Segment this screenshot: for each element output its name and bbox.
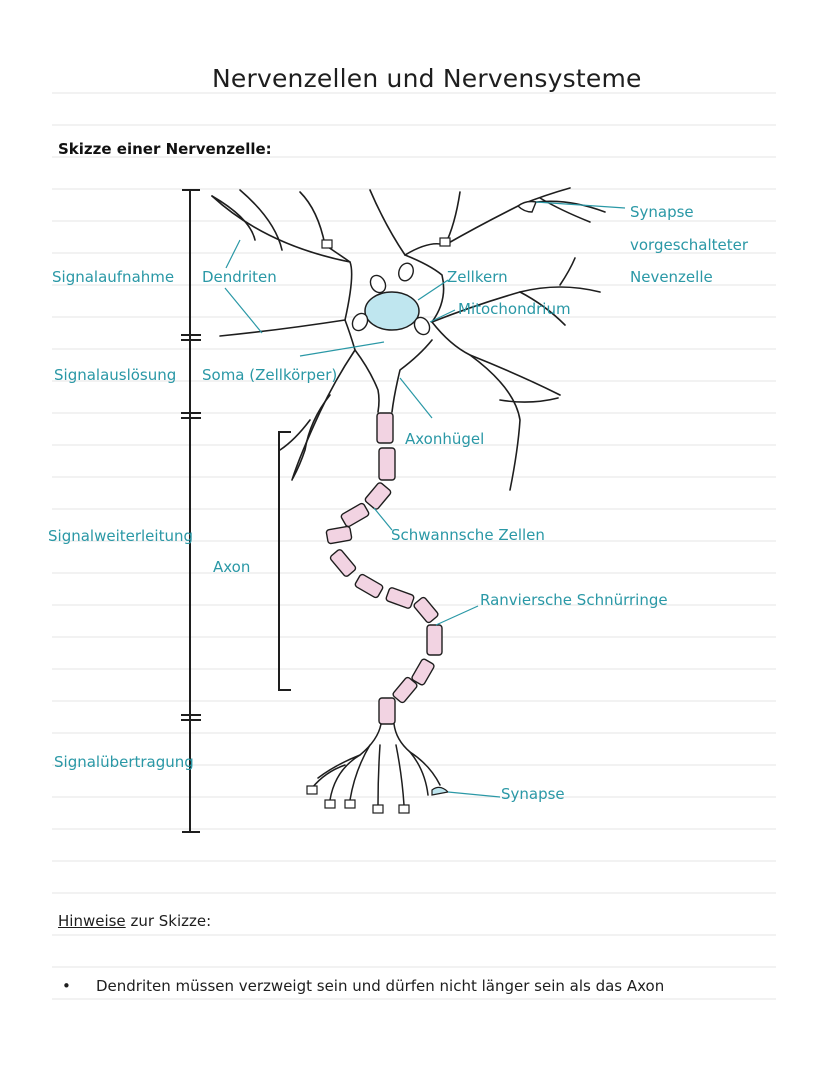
note-item-text: Dendriten müssen verzweigt sein und dürf… bbox=[96, 977, 665, 995]
leader-lines bbox=[224, 239, 501, 798]
mitochondria bbox=[351, 262, 431, 336]
label-synapse-pre-3: Nevenzelle bbox=[630, 268, 713, 286]
bullet-icon: • bbox=[62, 977, 71, 995]
notes-heading-rest: zur Skizze: bbox=[125, 912, 212, 930]
terminal-boutons bbox=[306, 785, 450, 814]
label-synapse: Synapse bbox=[501, 785, 565, 803]
label-ranvier: Ranviersche Schnürringe bbox=[480, 591, 668, 609]
phase-label-aufnahme: Signalaufnahme bbox=[52, 268, 175, 286]
phase-label-uebertragung: Signalübertragung bbox=[54, 753, 194, 771]
dendrite-knob bbox=[321, 239, 333, 249]
axon-bracket bbox=[278, 431, 291, 691]
schwann-cells bbox=[325, 412, 443, 725]
page-title: Nervenzellen und Nervensysteme bbox=[212, 64, 642, 93]
dendrite-knob bbox=[439, 237, 451, 247]
notes-heading: Hinweise zur Skizze: bbox=[58, 912, 211, 930]
section-heading: Skizze einer Nervenzelle: bbox=[58, 140, 272, 158]
label-axonhuegel: Axonhügel bbox=[405, 430, 485, 448]
label-schwann: Schwannsche Zellen bbox=[391, 526, 545, 544]
presynaptic-bouton bbox=[516, 200, 537, 213]
note-item: • Dendriten müssen verzweigt sein und dür… bbox=[62, 977, 664, 995]
label-synapse-pre-1: Synapse bbox=[630, 203, 694, 221]
phase-label-ausloesung: Signalauslösung bbox=[54, 366, 177, 384]
label-zellkern: Zellkern bbox=[447, 268, 508, 286]
phase-bracket bbox=[181, 189, 201, 833]
pointer-synapse-pre bbox=[535, 201, 626, 209]
label-dendriten: Dendriten bbox=[202, 268, 277, 286]
label-mitochondrium: Mitochondrium bbox=[458, 300, 571, 318]
notes-heading-underlined: Hinweise bbox=[58, 912, 126, 930]
label-soma: Soma (Zellkörper) bbox=[202, 366, 338, 384]
label-synapse-pre-2: vorgeschalteter bbox=[630, 236, 749, 254]
nucleus bbox=[364, 291, 420, 331]
axon-terminals bbox=[311, 723, 441, 806]
phase-label-weiterleitung: Signalweiterleitung bbox=[48, 527, 193, 545]
label-axon: Axon bbox=[213, 558, 251, 576]
